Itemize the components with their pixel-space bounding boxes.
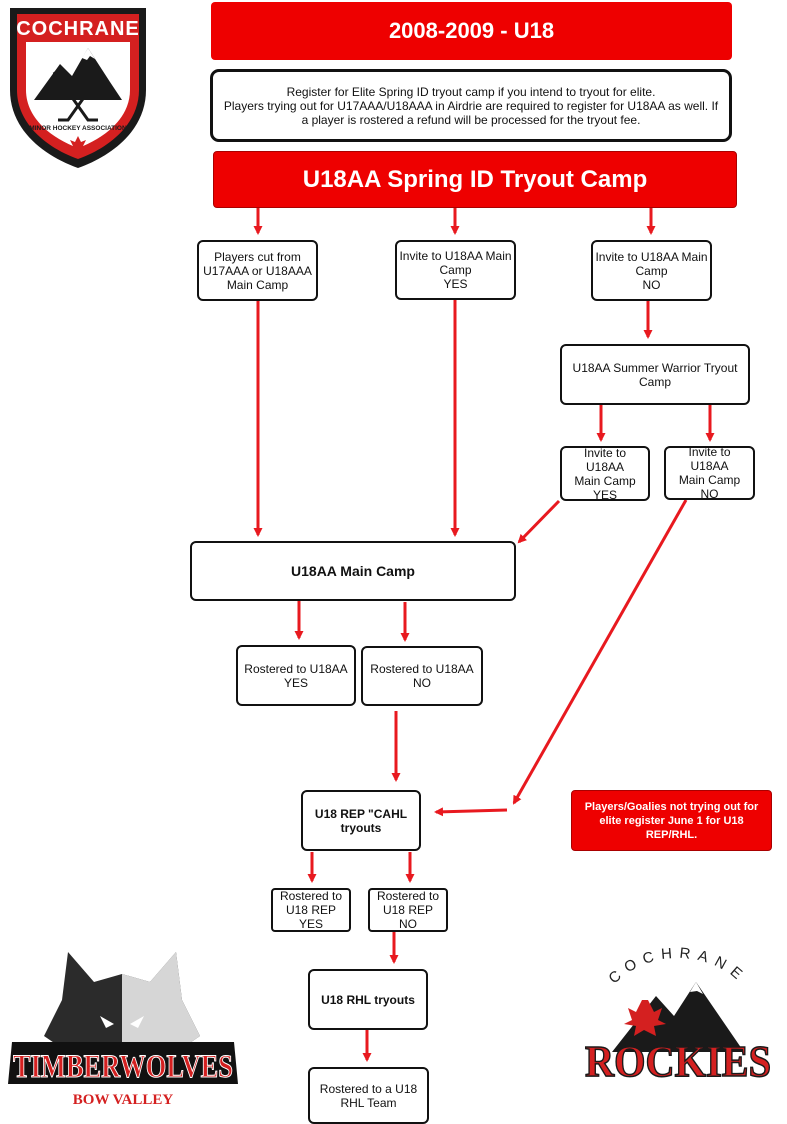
cut-players-node: Players cut from U17AAA or U18AAA Main C… — [197, 240, 318, 301]
arrow-summer-no-to-rep — [512, 499, 688, 805]
spring-id-camp-label: U18AA Spring ID Tryout Camp — [302, 165, 648, 193]
rockies-wordmark: ROCKIES — [585, 1037, 771, 1086]
rhl-tryouts-node: U18 RHL tryouts — [308, 969, 428, 1030]
rockies-maple-leaf-icon — [624, 1000, 666, 1036]
page-title-text: 2008-2009 - U18 — [388, 18, 555, 43]
invite-no-node: Invite to U18AA Main Camp NO — [591, 240, 712, 301]
invite-no-label: Invite to U18AA Main Camp NO — [595, 249, 708, 292]
rhl-tryouts-label: U18 RHL tryouts — [321, 992, 415, 1007]
rostered-rep-yes-node: Rostered to U18 REP YES — [271, 888, 351, 932]
page-title: 2008-2009 - U18 — [211, 2, 732, 60]
rostered-aa-no-label: Rostered to U18AA NO — [370, 662, 474, 690]
rhl-team-node: Rostered to a U18 RHL Team — [308, 1067, 429, 1124]
rep-tryouts-label: U18 REP "CAHL tryouts — [314, 806, 408, 835]
summer-camp-node: U18AA Summer Warrior Tryout Camp — [560, 344, 750, 405]
invite-yes-label: Invite to U18AA Main Camp YES — [399, 249, 512, 291]
mountain-icon — [34, 48, 122, 100]
registration-notice: Register for Elite Spring ID tryout camp… — [210, 69, 732, 142]
cochrane-rockies-logo: COCHRANE ROCKIES — [584, 945, 772, 1087]
rostered-rep-no-label: Rostered to U18 REP NO — [376, 889, 440, 931]
timberwolves-subtitle: BOW VALLEY — [73, 1092, 174, 1108]
timberwolves-wordmark: TIMBERWOLVES — [13, 1049, 233, 1085]
main-camp-label: U18AA Main Camp — [291, 563, 415, 579]
notice-line-2: Players trying out for U17AAA/U18AAA in … — [223, 98, 719, 127]
cochrane-minor-hockey-logo: COCHRANE MINOR HOCKEY ASSOCIATION — [10, 8, 146, 168]
summer-camp-label: U18AA Summer Warrior Tryout Camp — [572, 360, 738, 389]
rep-tryouts-node: U18 REP "CAHL tryouts — [301, 790, 421, 851]
rockies-top-text: COCHRANE — [605, 945, 750, 988]
arrow-summer-yes-to-main — [517, 499, 561, 544]
invite-yes-node: Invite to U18AA Main Camp YES — [395, 240, 516, 300]
rostered-rep-no-node: Rostered to U18 REP NO — [368, 888, 448, 932]
rostered-aa-yes-label: Rostered to U18AA YES — [244, 661, 348, 690]
cut-players-label: Players cut from U17AAA or U18AAA Main C… — [203, 249, 312, 292]
hockey-sticks-icon — [52, 71, 104, 122]
summer-invite-yes-node: Invite to U18AA Main Camp YES — [560, 445, 650, 502]
arrow-side-to-rep — [434, 807, 508, 817]
timberwolves-logo: TIMBERWOLVES BOW VALLEY — [8, 952, 238, 1108]
rostered-aa-no-node: Rostered to U18AA NO — [361, 646, 483, 706]
rhl-team-label: Rostered to a U18 RHL Team — [319, 1081, 418, 1110]
rostered-rep-yes-label: Rostered to U18 REP YES — [279, 889, 343, 931]
maple-leaf-icon — [70, 136, 86, 153]
summer-invite-yes-label: Invite to U18AA Main Camp YES — [574, 445, 636, 502]
cochrane-logo-subtitle: MINOR HOCKEY ASSOCIATION — [29, 125, 127, 132]
spring-id-camp-node: U18AA Spring ID Tryout Camp — [213, 151, 737, 208]
rostered-aa-yes-node: Rostered to U18AA YES — [236, 645, 356, 706]
side-note-label: Players/Goalies not trying out for elite… — [584, 800, 759, 841]
rockies-mountain-icon — [612, 982, 744, 1052]
cochrane-logo-title: COCHRANE — [16, 18, 140, 40]
summer-invite-no-node: Invite to U18AA Main Camp NO — [664, 445, 755, 501]
main-camp-node: U18AA Main Camp — [190, 541, 516, 601]
summer-invite-no-label: Invite to U18AA Main Camp NO — [678, 445, 741, 501]
notice-line-1: Register for Elite Spring ID tryout camp… — [286, 84, 656, 99]
side-note-node: Players/Goalies not trying out for elite… — [571, 790, 772, 851]
rockies-top-textpath: COCHRANE — [605, 945, 743, 988]
